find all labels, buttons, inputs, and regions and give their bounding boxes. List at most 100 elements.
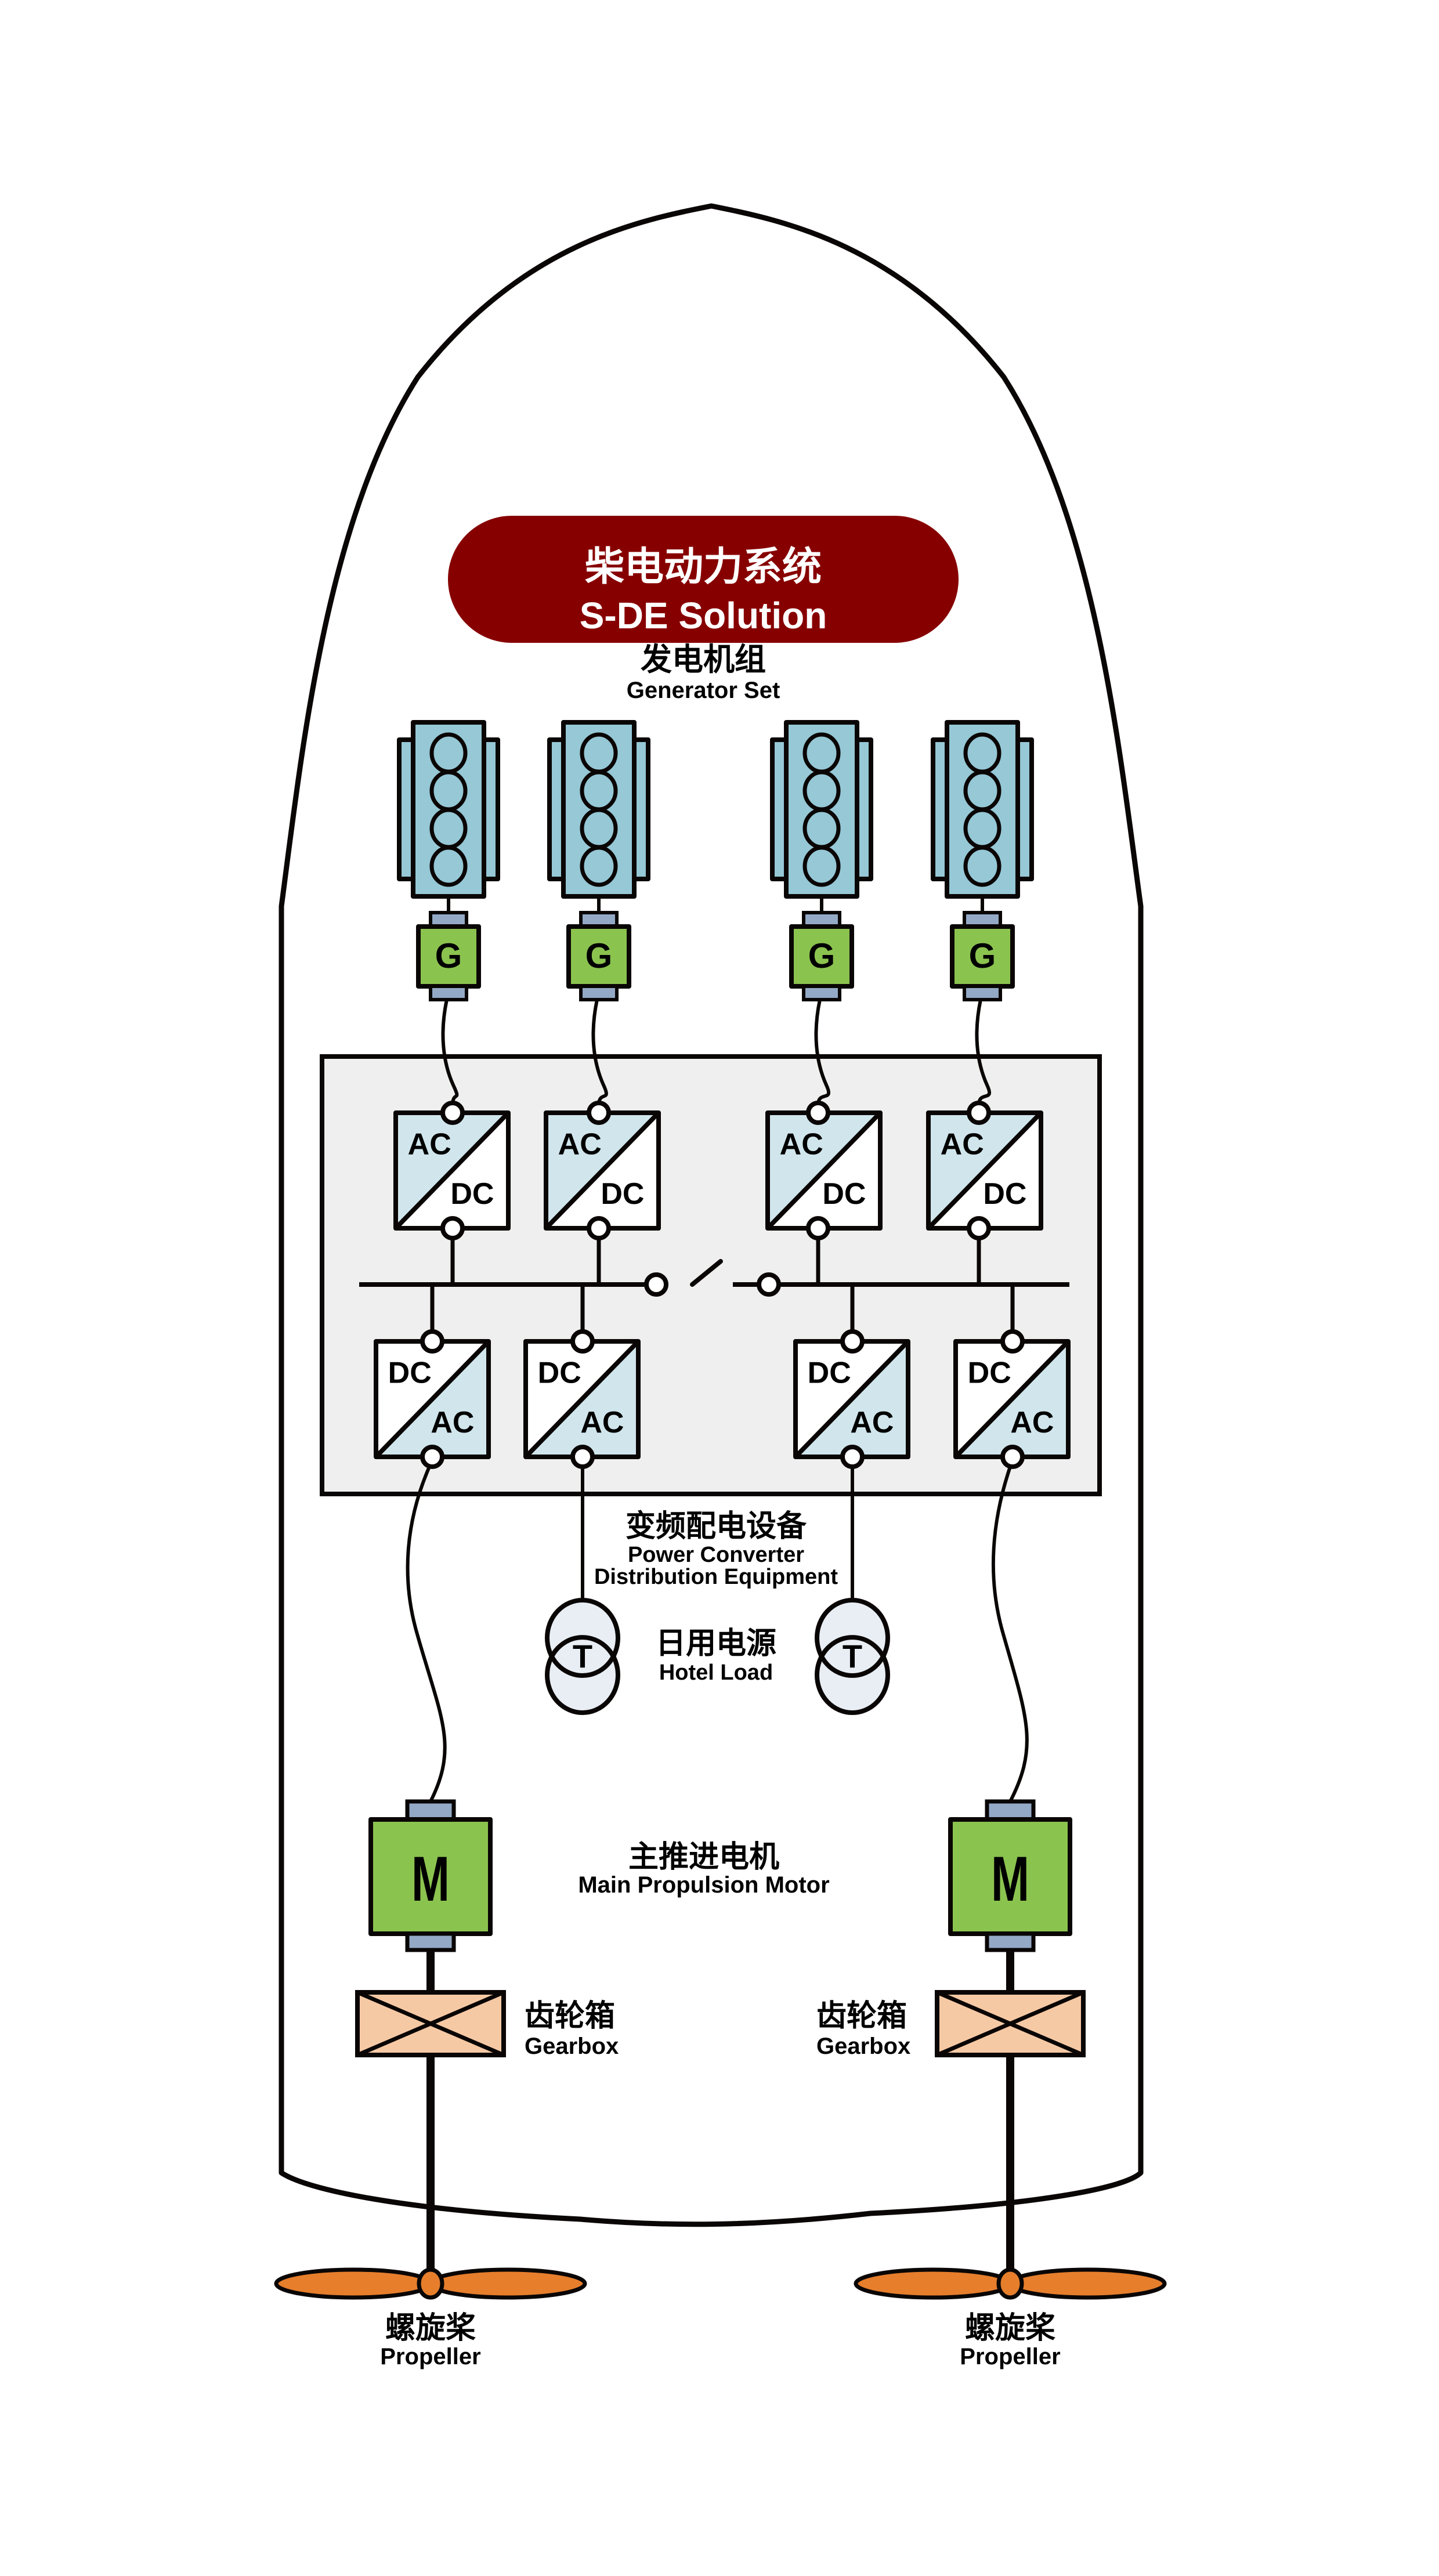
- converter-bottom-label: DC: [601, 1177, 644, 1211]
- propeller-blade: [854, 2267, 1013, 2300]
- generator-symbol: G: [969, 936, 996, 975]
- terminal-icon: [570, 1445, 595, 1469]
- motor-coupling-bottom: [985, 1931, 1036, 1952]
- propulsion-train: M: [274, 1799, 587, 2300]
- generator-symbol: G: [435, 936, 462, 975]
- converter-diagonal: [524, 1340, 640, 1459]
- gearbox-right-label-cn: 齿轮箱: [816, 1999, 907, 2034]
- propulsion-train: M: [854, 1799, 1167, 2300]
- propeller-left-label-en: Propeller: [380, 2344, 480, 2369]
- main-motor-label-cn: 主推进电机: [628, 1840, 779, 1875]
- transformer-winding-overlap: [549, 1635, 616, 1658]
- converter-bottom-label: DC: [822, 1177, 866, 1211]
- generator-cable: [441, 999, 459, 1104]
- propeller-blade: [428, 2267, 587, 2300]
- converter-diagonal: [374, 1340, 490, 1459]
- power-converter-label-en-1: Power Converter: [628, 1543, 804, 1567]
- converter-top-label: AC: [941, 1128, 984, 1162]
- generator-icon: [789, 924, 854, 989]
- bus-tie-terminal-right: [757, 1272, 781, 1297]
- terminal-icon: [570, 1329, 595, 1354]
- cylinder-icon: [802, 845, 841, 887]
- hotel-load-label-cn: 日用电源: [656, 1626, 776, 1661]
- motor-coupling-top: [405, 1799, 456, 1822]
- transformer-symbol: T: [573, 1638, 592, 1674]
- terminal-icon: [840, 1445, 865, 1469]
- converter-diagonal: [544, 1111, 660, 1230]
- generator-set-label-cn: 发电机组: [641, 641, 766, 678]
- generator-set: G: [770, 720, 873, 1001]
- bus-tie-switch[interactable]: [644, 1259, 781, 1297]
- terminal-icon: [840, 1329, 865, 1354]
- title-pill: [448, 516, 959, 643]
- rectifier-ac-dc: AC DC: [765, 1110, 883, 1231]
- coupling: [429, 985, 468, 1001]
- inverter-dc-ac: DC AC: [953, 1339, 1071, 1459]
- bus-tie-terminal-left: [644, 1272, 668, 1297]
- gearbox-cross: [356, 1990, 505, 2057]
- terminal-icon: [440, 1101, 465, 1125]
- converter-bottom-label: AC: [431, 1406, 474, 1439]
- terminal-icon: [1000, 1445, 1025, 1469]
- transformer-icon: T: [545, 1598, 620, 1715]
- bus-tie-switch-blade: [690, 1259, 723, 1287]
- gearbox-right-label-en: Gearbox: [816, 2034, 910, 2059]
- converter-top-label: AC: [408, 1128, 451, 1162]
- generator-cable: [591, 999, 608, 1104]
- motor-cable-left: [406, 1466, 447, 1803]
- cylinder-icon: [580, 845, 618, 887]
- generator-icon: [950, 924, 1015, 989]
- title-en: S-DE Solution: [580, 595, 827, 636]
- power-converter-label-en-2: Distribution Equipment: [594, 1565, 838, 1589]
- terminal-icon: [587, 1216, 611, 1240]
- propeller-blade: [1008, 2267, 1167, 2300]
- motor-icon: [948, 1817, 1072, 1936]
- terminal-icon: [420, 1445, 444, 1469]
- coupling: [579, 985, 619, 1001]
- main-motor-label-en: Main Propulsion Motor: [578, 1872, 829, 1898]
- propeller-right-label-cn: 螺旋桨: [965, 2311, 1055, 2346]
- converter-top-label: AC: [780, 1128, 823, 1162]
- propeller-hub: [996, 2267, 1024, 2300]
- hotel-load-label-en: Hotel Load: [659, 1660, 773, 1685]
- converter-diagonal: [394, 1111, 510, 1230]
- converter-top-label: DC: [538, 1356, 581, 1390]
- terminal-icon: [440, 1216, 465, 1240]
- generator-set: G: [397, 720, 500, 1001]
- converter-diagonal: [927, 1111, 1043, 1230]
- transformer-symbol: T: [843, 1638, 862, 1674]
- converter-diagonal: [766, 1111, 882, 1230]
- motor-cable-right: [992, 1466, 1029, 1803]
- generator-set-label-en: Generator Set: [627, 678, 780, 703]
- terminal-icon: [1000, 1329, 1025, 1354]
- terminal-icon: [967, 1216, 991, 1240]
- propeller-left-label-cn: 螺旋桨: [385, 2311, 476, 2346]
- converter-bottom-label: AC: [1010, 1406, 1054, 1439]
- title-cn: 柴电动力系统: [585, 544, 822, 590]
- generator-symbol: G: [585, 936, 613, 975]
- propeller-blade: [274, 2267, 433, 2300]
- terminal-icon: [420, 1329, 444, 1354]
- propeller-hub: [417, 2267, 444, 2300]
- motor-symbol: M: [411, 1843, 450, 1915]
- cylinder-icon: [429, 845, 468, 887]
- generator-symbol: G: [808, 936, 836, 975]
- gearbox-left-label-en: Gearbox: [525, 2034, 619, 2059]
- gearbox-left-label-cn: 齿轮箱: [525, 1999, 615, 2034]
- converter-top-label: DC: [968, 1356, 1011, 1390]
- generator-cable: [975, 999, 992, 1104]
- generator-cable: [814, 999, 831, 1104]
- cylinder-icon: [963, 845, 1001, 887]
- terminal-icon: [806, 1101, 830, 1125]
